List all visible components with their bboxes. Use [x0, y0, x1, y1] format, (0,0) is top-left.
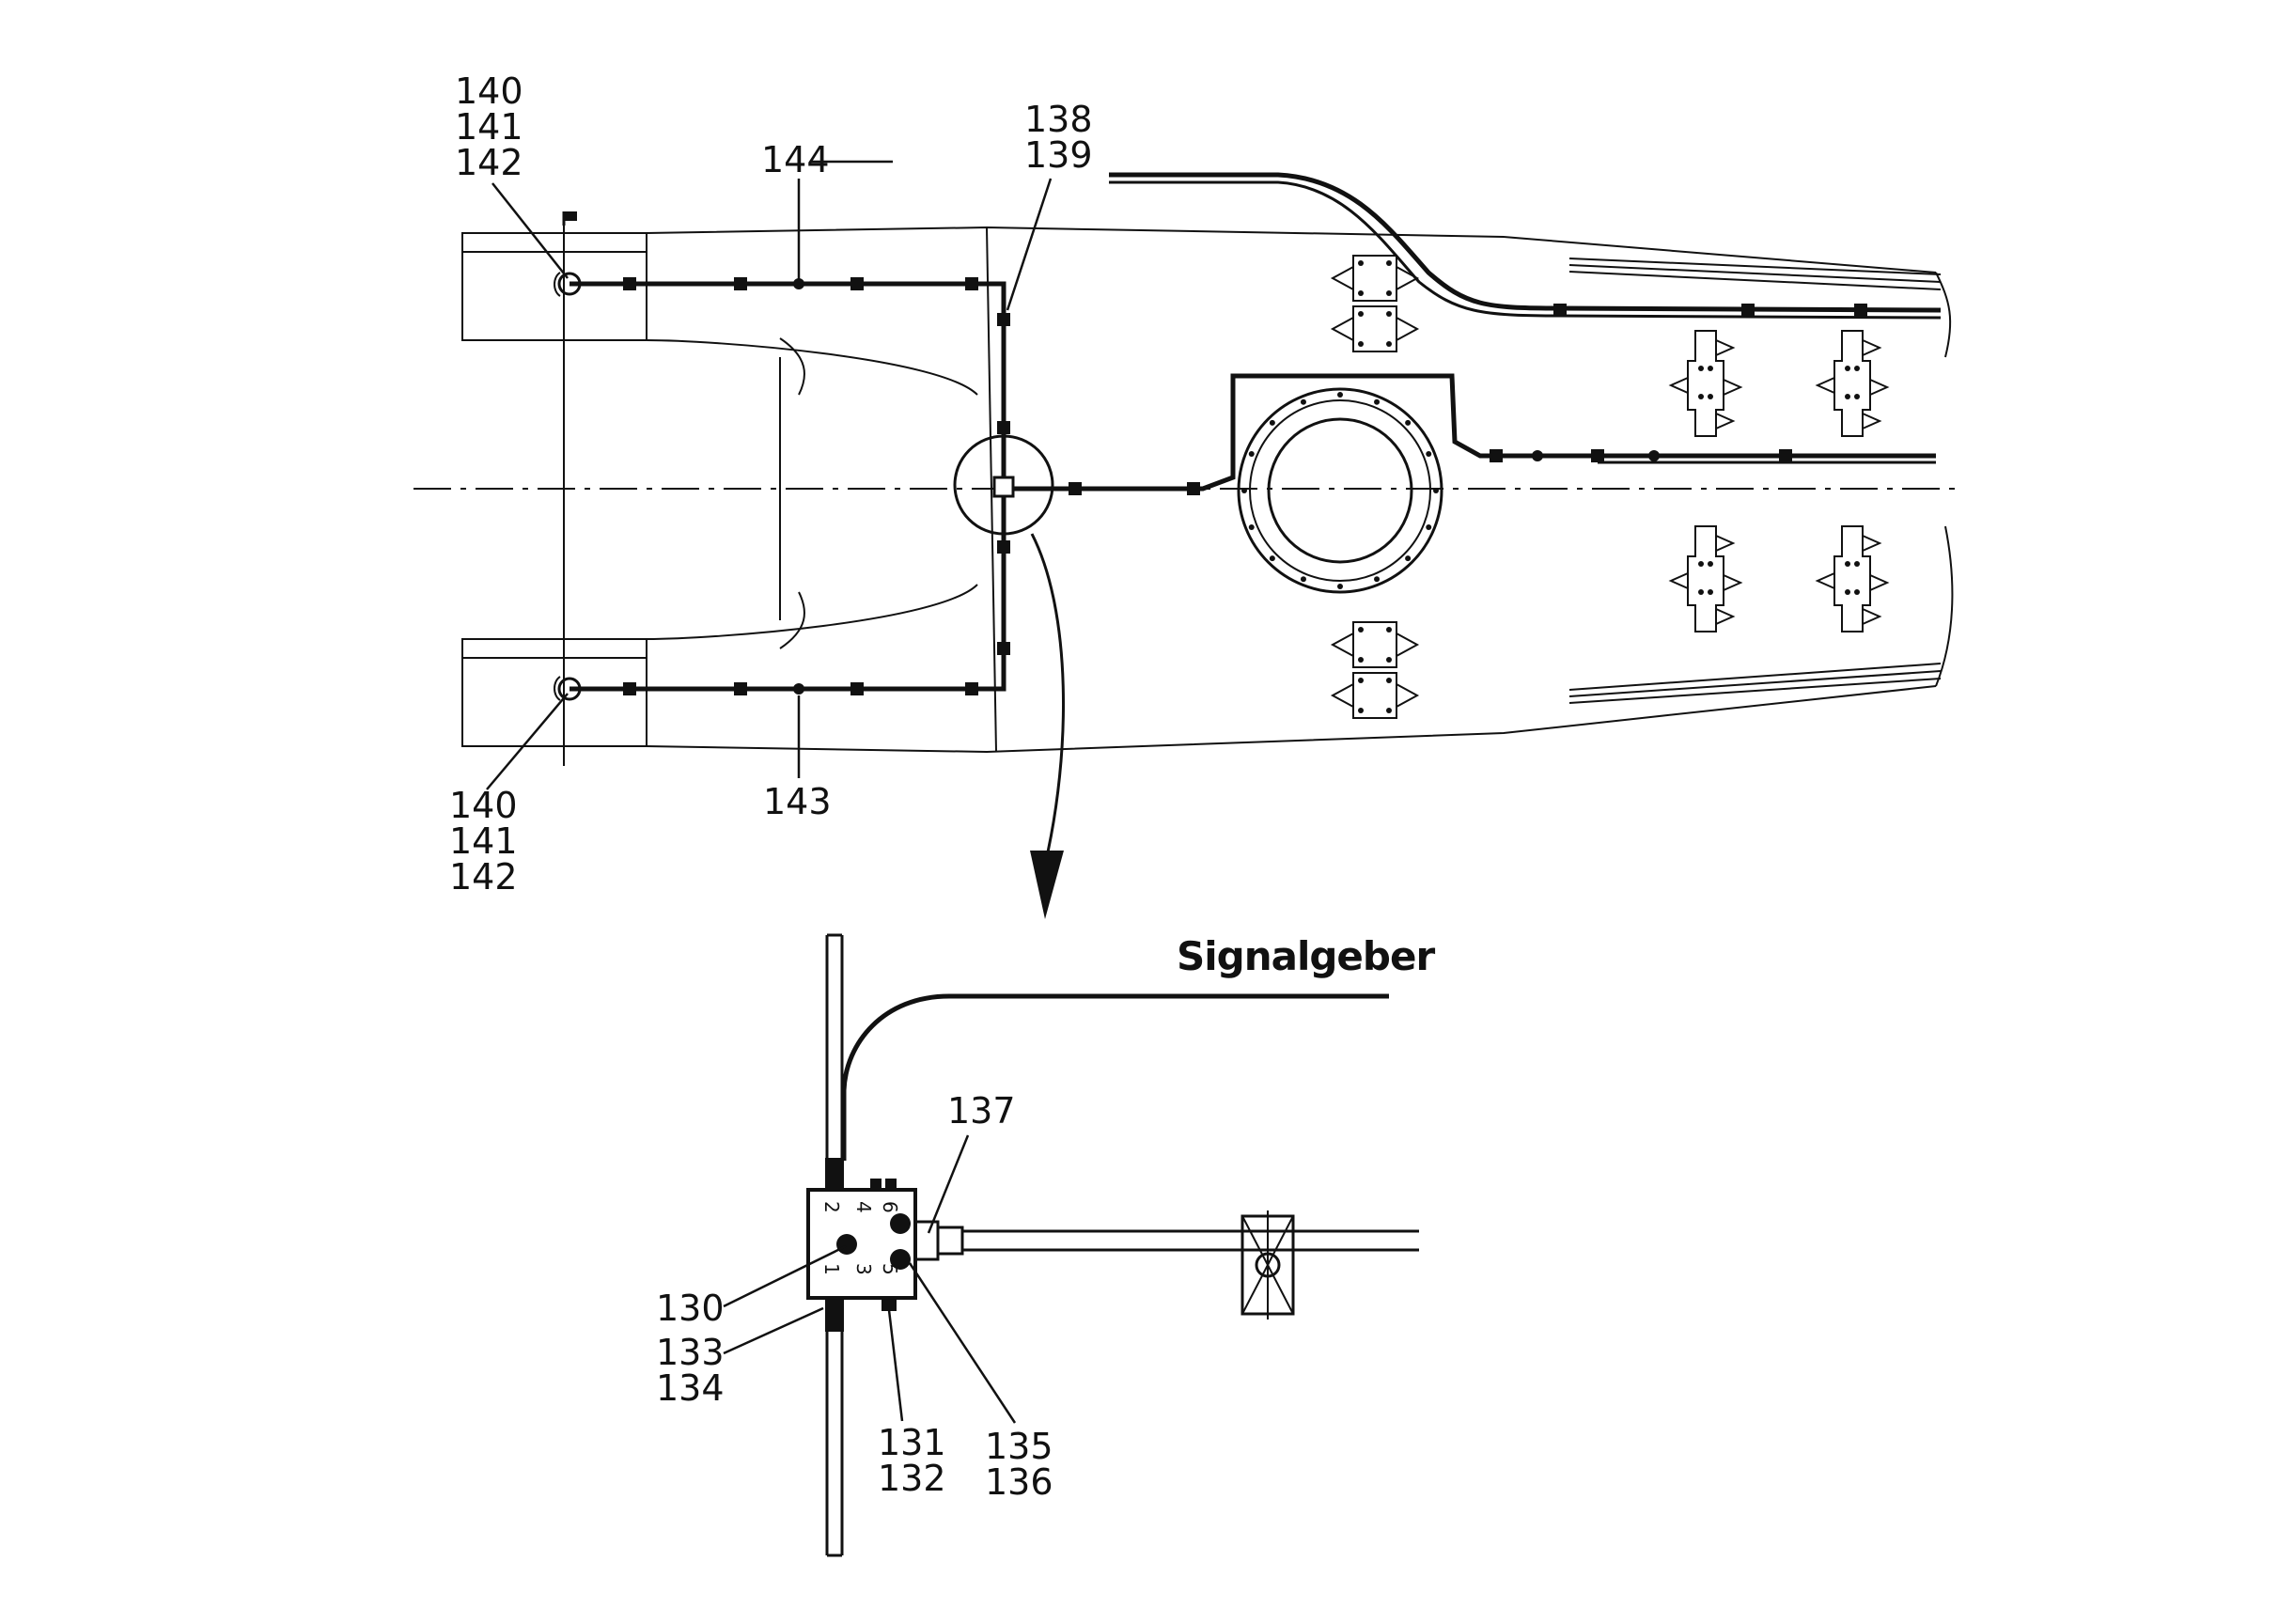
slewing-ring — [1237, 387, 1443, 594]
mounting-bracket — [1815, 330, 1890, 437]
hose-clamp — [1490, 449, 1503, 462]
hose-clamp — [623, 682, 636, 695]
mounting-pad — [1330, 255, 1420, 302]
mounting-pad — [1330, 672, 1420, 719]
hose-clamp — [1069, 482, 1082, 495]
port-2: 2 — [820, 1201, 843, 1213]
mounting-bracket — [1668, 330, 1743, 437]
callout-144: 144 — [761, 139, 830, 180]
hose-lines — [554, 172, 1942, 701]
callout-140-top: 140 — [455, 70, 523, 112]
callout-139: 139 — [1024, 134, 1093, 176]
callout-135: 135 — [985, 1426, 1053, 1467]
mounting-pads — [1330, 255, 1890, 719]
port-6: 6 — [879, 1201, 901, 1213]
upper-line-callout: 144 — [761, 139, 893, 280]
hose-clamps — [623, 277, 1867, 695]
callout-136: 136 — [985, 1461, 1053, 1503]
top-left-callout: 140 141 142 — [455, 70, 569, 279]
hose-clamp — [997, 540, 1010, 554]
junction-block — [992, 476, 1015, 498]
signal-sender-label: Signalgeber — [1177, 933, 1435, 979]
callout-141-bottom: 141 — [449, 820, 518, 862]
hose-clamp — [1187, 482, 1200, 495]
callout-141-top: 141 — [455, 106, 523, 148]
hose-clamp — [997, 313, 1010, 326]
hose-clamp — [734, 682, 747, 695]
hose-fitting — [793, 683, 804, 695]
bottom-left-callout: 140 141 142 — [449, 693, 569, 898]
port-3: 3 — [852, 1263, 875, 1275]
hose-clamp — [1591, 449, 1604, 462]
hose-clamp — [1741, 304, 1755, 317]
callout-134: 134 — [656, 1367, 725, 1409]
port-1: 1 — [820, 1263, 843, 1275]
callout-138: 138 — [1024, 99, 1093, 140]
junction-callout: 138 139 — [1006, 99, 1093, 311]
callout-143: 143 — [763, 781, 832, 822]
callout-131: 131 — [878, 1422, 946, 1463]
mounting-pad — [1330, 621, 1420, 668]
callout-132: 132 — [878, 1458, 946, 1499]
callout-142-top: 142 — [455, 142, 523, 183]
hose-fitting — [1648, 450, 1660, 461]
lower-line-callout: 143 — [763, 695, 832, 822]
detail-view: Signalgeber 2 4 6 1 3 5 137 130 — [656, 933, 1436, 1557]
hose-fitting — [793, 278, 804, 289]
chassis-outline — [413, 221, 1964, 766]
hose-clamp — [965, 682, 978, 695]
hose-clamp — [850, 682, 864, 695]
callout-137: 137 — [947, 1090, 1016, 1132]
callout-130: 130 — [656, 1288, 725, 1329]
hose-clamp — [623, 277, 636, 290]
callout-140-bottom: 140 — [449, 785, 518, 826]
hose-clamp — [1553, 304, 1567, 317]
hose-clamp — [734, 277, 747, 290]
mounting-bracket — [1815, 525, 1890, 632]
hose-clamp — [997, 421, 1010, 434]
hose-clamp — [997, 642, 1010, 655]
mounting-pad — [1330, 305, 1420, 352]
hose-clamp — [1779, 449, 1792, 462]
detail-arrow — [1030, 533, 1066, 919]
hose-clamp — [1854, 304, 1867, 317]
mounting-bracket — [1668, 525, 1743, 632]
callout-142-bottom: 142 — [449, 856, 518, 898]
hose-fitting — [1532, 450, 1543, 461]
hose-clamp — [850, 277, 864, 290]
port-4: 4 — [852, 1201, 875, 1213]
distributor-block — [806, 1188, 917, 1300]
callout-133: 133 — [656, 1332, 725, 1373]
hose-clamp — [965, 277, 978, 290]
